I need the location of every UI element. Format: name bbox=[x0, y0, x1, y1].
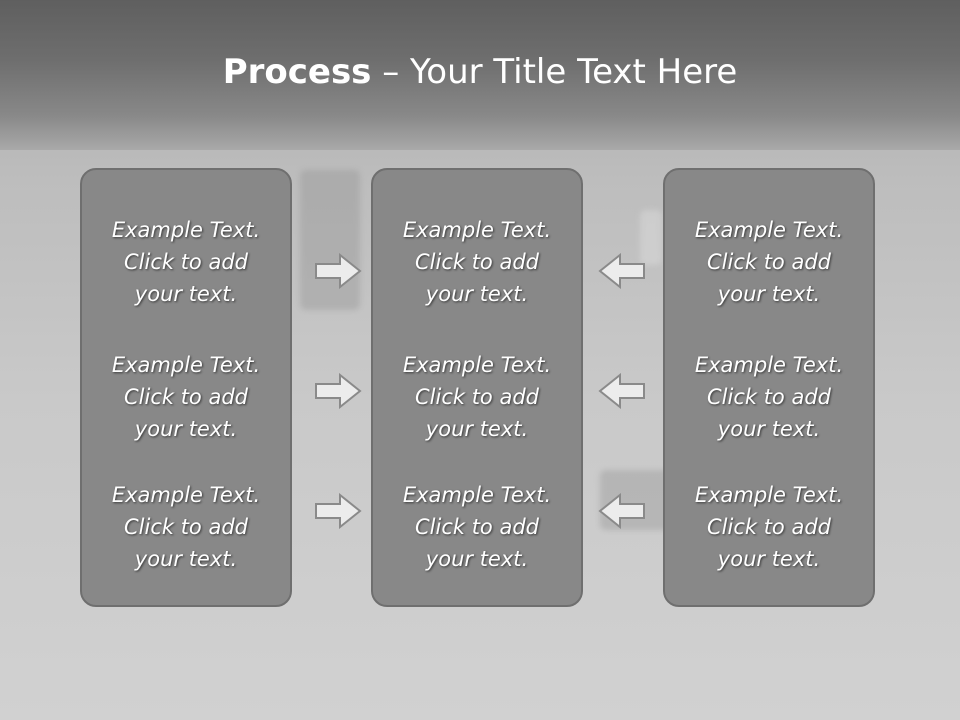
text-line: Example Text. bbox=[402, 353, 552, 377]
text-line: Click to add bbox=[414, 515, 539, 539]
text-line: your text. bbox=[425, 282, 529, 306]
text-line: your text. bbox=[425, 417, 529, 441]
text-line: Example Text. bbox=[402, 483, 552, 507]
text-block[interactable]: Example Text. Click to add your text. bbox=[82, 479, 290, 575]
text-line: your text. bbox=[717, 417, 821, 441]
text-line: Click to add bbox=[414, 385, 539, 409]
arrow-left-icon[interactable] bbox=[598, 373, 646, 409]
slide-title[interactable]: Process – Your Title Text Here bbox=[0, 52, 960, 92]
text-line: Example Text. bbox=[111, 353, 261, 377]
text-block[interactable]: Example Text. Click to add your text. bbox=[82, 214, 290, 310]
arrow-right-icon[interactable] bbox=[314, 373, 362, 409]
background-shape bbox=[640, 210, 662, 265]
text-line: Click to add bbox=[706, 515, 831, 539]
text-line: Click to add bbox=[706, 385, 831, 409]
arrow-right-icon[interactable] bbox=[314, 253, 362, 289]
text-block[interactable]: Example Text. Click to add your text. bbox=[373, 479, 581, 575]
text-line: Example Text. bbox=[111, 483, 261, 507]
text-line: Example Text. bbox=[694, 353, 844, 377]
text-block[interactable]: Example Text. Click to add your text. bbox=[665, 214, 873, 310]
text-block[interactable]: Example Text. Click to add your text. bbox=[373, 214, 581, 310]
arrow-left-icon[interactable] bbox=[598, 253, 646, 289]
text-line: Click to add bbox=[123, 515, 248, 539]
text-block[interactable]: Example Text. Click to add your text. bbox=[373, 349, 581, 445]
text-line: Example Text. bbox=[694, 483, 844, 507]
text-line: your text. bbox=[717, 547, 821, 571]
title-bold: Process bbox=[222, 52, 372, 92]
column-panel-left[interactable]: Example Text. Click to add your text. Ex… bbox=[80, 168, 292, 607]
text-block[interactable]: Example Text. Click to add your text. bbox=[665, 349, 873, 445]
text-line: Click to add bbox=[706, 250, 831, 274]
text-block[interactable]: Example Text. Click to add your text. bbox=[665, 479, 873, 575]
arrow-right-icon[interactable] bbox=[314, 493, 362, 529]
text-line: Click to add bbox=[414, 250, 539, 274]
text-line: Example Text. bbox=[694, 218, 844, 242]
column-panel-center[interactable]: Example Text. Click to add your text. Ex… bbox=[371, 168, 583, 607]
column-panel-right[interactable]: Example Text. Click to add your text. Ex… bbox=[663, 168, 875, 607]
text-line: your text. bbox=[717, 282, 821, 306]
background-shape bbox=[300, 170, 360, 310]
text-line: Example Text. bbox=[111, 218, 261, 242]
text-block[interactable]: Example Text. Click to add your text. bbox=[82, 349, 290, 445]
title-band bbox=[0, 0, 960, 150]
text-line: your text. bbox=[134, 282, 238, 306]
text-line: Click to add bbox=[123, 250, 248, 274]
text-line: Example Text. bbox=[402, 218, 552, 242]
title-rest: – Your Title Text Here bbox=[371, 52, 738, 92]
arrow-left-icon[interactable] bbox=[598, 493, 646, 529]
text-line: your text. bbox=[134, 547, 238, 571]
text-line: Click to add bbox=[123, 385, 248, 409]
text-line: your text. bbox=[134, 417, 238, 441]
text-line: your text. bbox=[425, 547, 529, 571]
